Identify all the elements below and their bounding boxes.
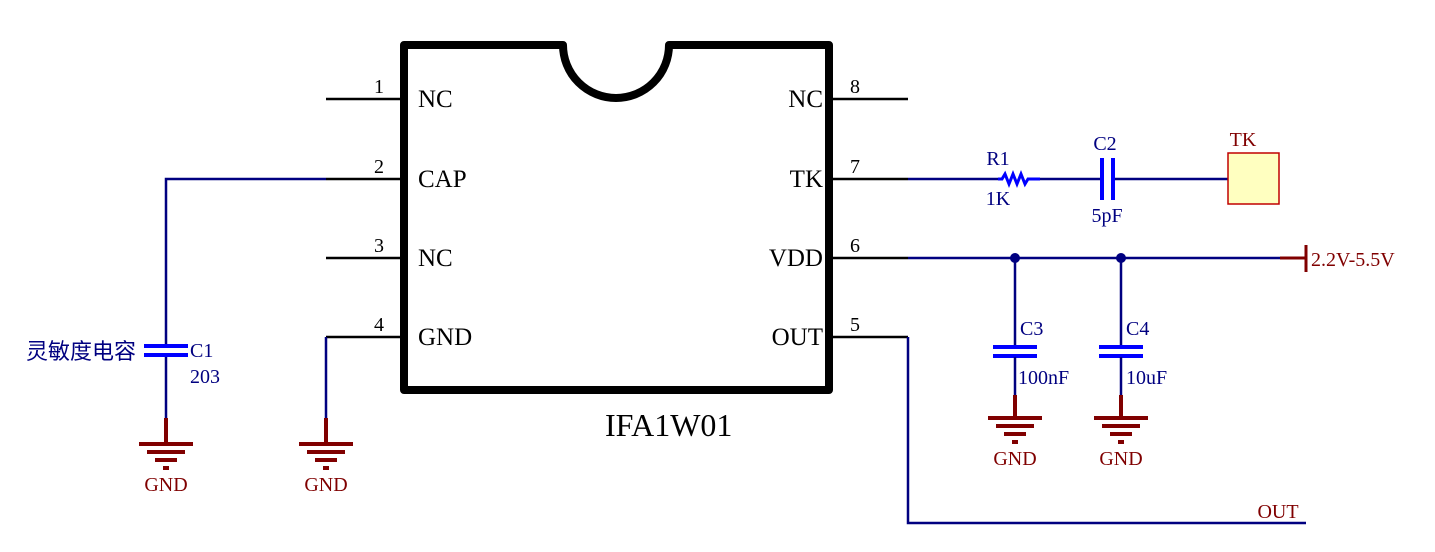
pin-3-number: 3 bbox=[374, 235, 384, 257]
pin-6-label: VDD bbox=[769, 245, 823, 272]
c1-value: 203 bbox=[190, 366, 220, 388]
pin-4-number: 4 bbox=[374, 314, 384, 336]
gnd-symbol-pin4 bbox=[299, 418, 353, 470]
pin-1-label: NC bbox=[418, 86, 453, 113]
pin-6-number: 6 bbox=[850, 235, 860, 257]
c4-value: 10uF bbox=[1126, 367, 1167, 389]
gnd-label-c1: GND bbox=[144, 474, 187, 496]
c2-designator: C2 bbox=[1093, 133, 1116, 155]
c1-designator: C1 bbox=[190, 340, 213, 362]
r1-value: 1K bbox=[986, 188, 1011, 210]
c2-value: 5pF bbox=[1091, 205, 1122, 227]
pin-4-label: GND bbox=[418, 324, 472, 351]
pin-5-label: OUT bbox=[772, 324, 823, 351]
cap-net-wire[interactable] bbox=[164, 177, 326, 344]
gnd-label-c4: GND bbox=[1099, 448, 1142, 470]
pin-2-label: CAP bbox=[418, 166, 467, 193]
pin-1-number: 1 bbox=[374, 76, 384, 98]
out-label[interactable]: OUT bbox=[1257, 501, 1298, 523]
pin-7-label: TK bbox=[790, 166, 823, 193]
pin-5-number: 5 bbox=[850, 314, 860, 336]
gnd-symbol-c3 bbox=[988, 395, 1042, 444]
c1-note: 灵敏度电容 bbox=[26, 340, 136, 365]
pin-8-label: NC bbox=[788, 86, 823, 113]
out-wire[interactable] bbox=[906, 337, 1306, 525]
tk-pad-label: TK bbox=[1230, 129, 1257, 151]
gnd-symbol-c1 bbox=[139, 418, 193, 470]
r1-resistor bbox=[998, 169, 1040, 189]
tk-touch-pad[interactable] bbox=[1227, 152, 1280, 205]
pin-7-number: 7 bbox=[850, 156, 860, 178]
pin-8-number: 8 bbox=[850, 76, 860, 98]
chip-name: IFA1W01 bbox=[605, 407, 732, 443]
gnd-label-pin4: GND bbox=[304, 474, 347, 496]
gnd-symbol-c4 bbox=[1094, 395, 1148, 444]
r1-designator: R1 bbox=[986, 148, 1009, 170]
vdd-label[interactable]: 2.2V-5.5V bbox=[1311, 249, 1395, 271]
c3-designator: C3 bbox=[1020, 318, 1043, 340]
pin-2-number: 2 bbox=[374, 156, 384, 178]
gnd-label-c3: GND bbox=[993, 448, 1036, 470]
chip-body[interactable] bbox=[400, 41, 833, 394]
c4-designator: C4 bbox=[1126, 318, 1149, 340]
c3-value: 100nF bbox=[1018, 367, 1069, 389]
pin-3-label: NC bbox=[418, 245, 453, 272]
